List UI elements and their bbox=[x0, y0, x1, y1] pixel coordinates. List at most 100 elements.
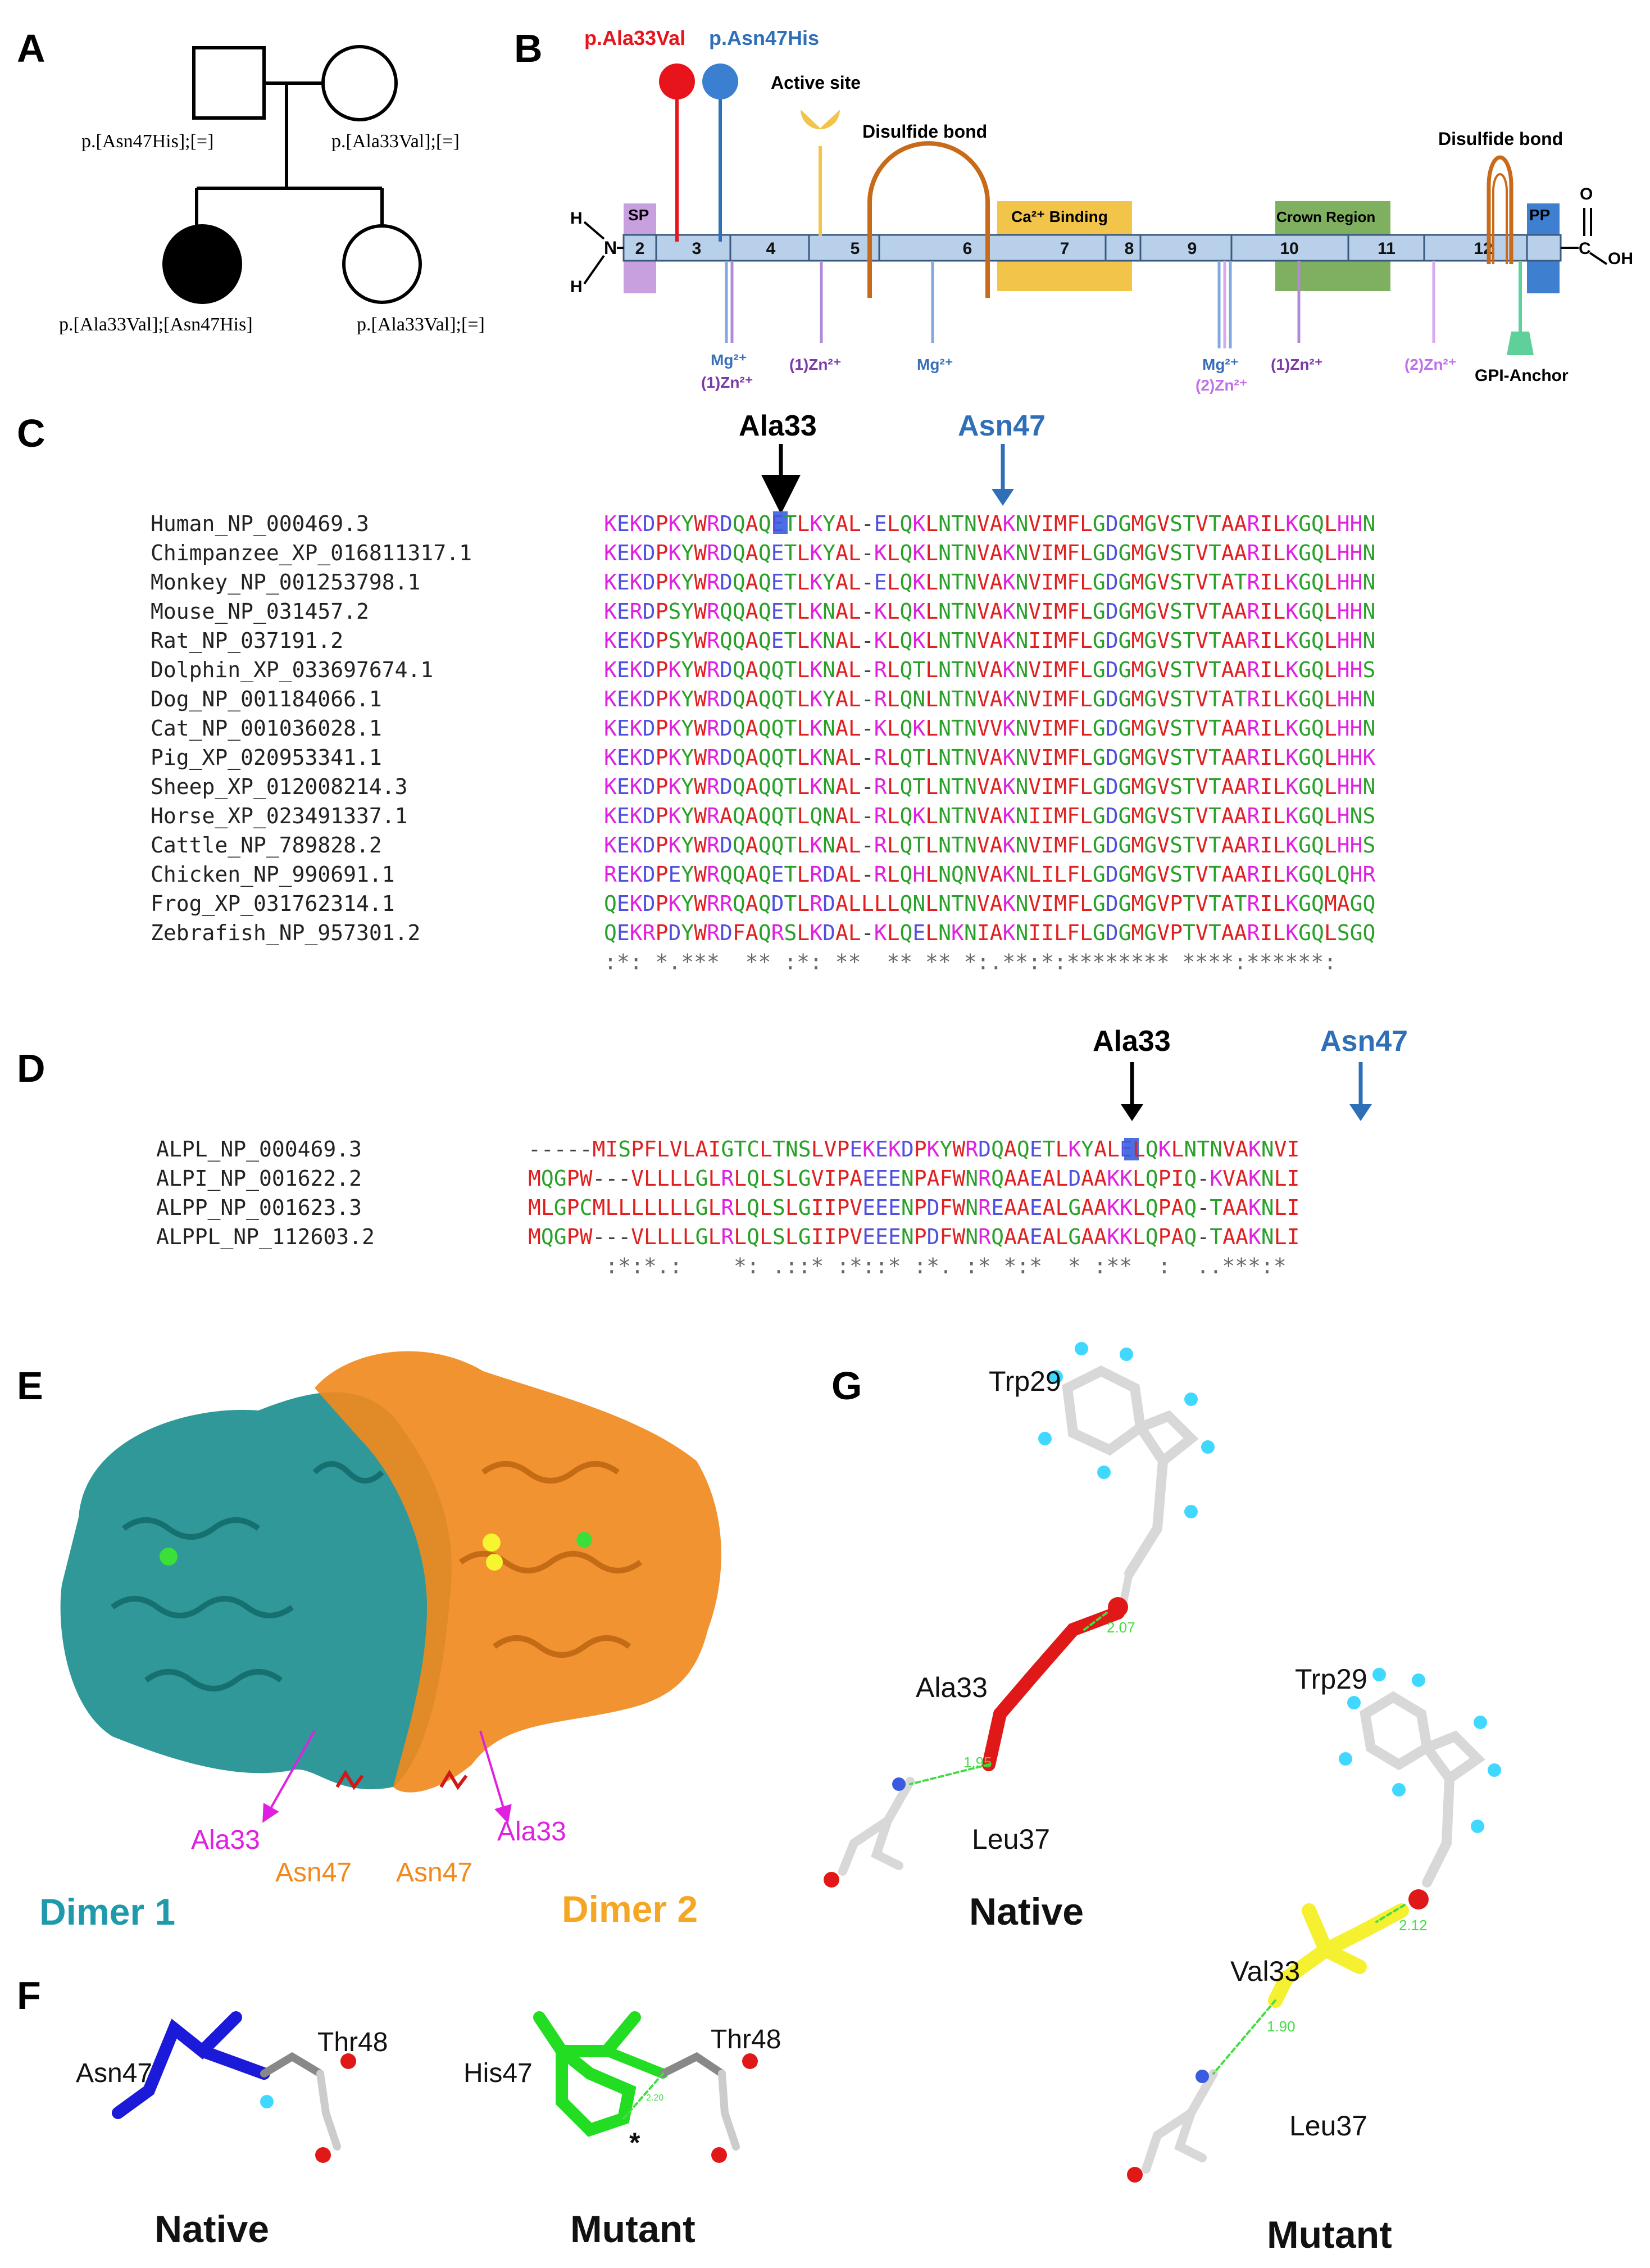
mutant-his47-model bbox=[533, 2011, 758, 2163]
svg-text:Val33: Val33 bbox=[1230, 1956, 1300, 1987]
native-asn47-model bbox=[112, 2011, 356, 2163]
svg-text:2.12: 2.12 bbox=[1399, 1917, 1428, 1934]
alignment-row-sequence: -----MISPFLVLAIGTCLTNSLVPEKEKDPKYWRDQAQE… bbox=[528, 1137, 1299, 1162]
alignment-row-name: ALPI_NP_001622.2 bbox=[156, 1166, 362, 1191]
disulfide-bond-arc-2 bbox=[1487, 155, 1513, 264]
svg-text:4: 4 bbox=[766, 239, 776, 258]
pedigree bbox=[162, 45, 422, 304]
svg-text:Mg²⁺: Mg²⁺ bbox=[1202, 356, 1239, 373]
alignment-consensus: :*:*.: *: .::* :*::* :*. :* *:* * :** : … bbox=[528, 1254, 1287, 1278]
alignment-row-name: Sheep_XP_012008214.3 bbox=[151, 774, 408, 800]
alignment-consensus: :*: *.*** ** :*: ** ** ** *:.**:*:******… bbox=[604, 950, 1337, 974]
alignment-row-sequence: QEKRPDYWRDFAQRSLKDAL-KLQELNKNIAKNIILFLGD… bbox=[604, 920, 1375, 945]
alignment-row-name: Pig_XP_020953341.1 bbox=[151, 745, 382, 770]
svg-text:OH: OH bbox=[1608, 250, 1633, 268]
alignment-row-sequence: KEKDPKYWRDQAQQTLKNAL-RLQTLNTNVAKNVIMFLGD… bbox=[604, 833, 1375, 858]
variant-ala33val-marker bbox=[659, 63, 695, 99]
svg-text:(2)Zn²⁺: (2)Zn²⁺ bbox=[1404, 356, 1457, 373]
panel-label-d: D bbox=[17, 1046, 46, 1090]
alignment-row-name: Zebrafish_NP_957301.2 bbox=[151, 920, 420, 946]
svg-text:(1)Zn²⁺: (1)Zn²⁺ bbox=[701, 374, 753, 391]
svg-text:Trp29: Trp29 bbox=[989, 1366, 1061, 1397]
domain-map: 2 3 4 5 6 7 8 9 10 11 12 SP PP Ca²⁺ Bind… bbox=[570, 26, 1633, 394]
mutant-val33-model bbox=[1127, 1668, 1501, 2183]
alignment-row-name: ALPPL_NP_112603.2 bbox=[156, 1224, 375, 1250]
svg-text:Thr48: Thr48 bbox=[317, 2027, 388, 2057]
alignment-row-name: Monkey_NP_001253798.1 bbox=[151, 570, 420, 595]
svg-text:(1)Zn²⁺: (1)Zn²⁺ bbox=[1271, 356, 1323, 373]
alignment-row-name: Chimpanzee_XP_016811317.1 bbox=[151, 541, 472, 566]
svg-text:2: 2 bbox=[635, 239, 645, 258]
asn47-left-label: Asn47 bbox=[275, 1858, 352, 1888]
svg-text:Native: Native bbox=[154, 2208, 269, 2251]
active-site-icon bbox=[801, 110, 840, 129]
svg-text:Disulfide bond: Disulfide bond bbox=[862, 121, 987, 142]
svg-text:H: H bbox=[570, 209, 583, 228]
svg-text:Ca²⁺ Binding: Ca²⁺ Binding bbox=[1011, 208, 1108, 225]
svg-text:Ala33: Ala33 bbox=[916, 1672, 988, 1703]
alignment-row-name: Mouse_NP_031457.2 bbox=[151, 599, 369, 624]
svg-text:6: 6 bbox=[963, 239, 972, 258]
svg-text:11: 11 bbox=[1378, 239, 1396, 258]
ala33-highlight-c bbox=[773, 511, 788, 534]
proband-genotype: p.[Ala33Val];[Asn47His] bbox=[59, 314, 253, 335]
alignment-c-arrows: Ala33 Asn47 bbox=[739, 410, 1046, 514]
svg-text:(2)Zn²⁺: (2)Zn²⁺ bbox=[1196, 377, 1248, 394]
svg-text:Mg²⁺: Mg²⁺ bbox=[711, 351, 747, 369]
svg-text:Leu37: Leu37 bbox=[972, 1824, 1050, 1855]
svg-text:Asn47: Asn47 bbox=[1320, 1025, 1408, 1058]
svg-text:7: 7 bbox=[1060, 239, 1070, 258]
svg-text:His47: His47 bbox=[463, 2058, 533, 2088]
svg-text:Native: Native bbox=[969, 1890, 1084, 1933]
svg-text:O: O bbox=[1580, 185, 1593, 203]
svg-text:Ala33: Ala33 bbox=[1093, 1025, 1171, 1058]
svg-text:Thr48: Thr48 bbox=[711, 2025, 781, 2054]
panel-label-b: B bbox=[514, 26, 543, 70]
sibling-circle bbox=[342, 224, 422, 304]
alignment-row-sequence: MLGPCMLLLLLLLGLRLQLSLGIIPVEEENPDFWNREAAE… bbox=[528, 1195, 1299, 1220]
svg-text:Ala33: Ala33 bbox=[739, 410, 817, 442]
proband-circle bbox=[162, 224, 242, 304]
svg-text:Crown Region: Crown Region bbox=[1276, 208, 1375, 225]
svg-text:Mutant: Mutant bbox=[1267, 2213, 1392, 2256]
alignment-row-sequence: QEKDPKYWRRQAQDTLRDALLLLQNLNTNVAKNVIMFLGD… bbox=[604, 891, 1375, 916]
variant-asn47his-label: p.Asn47His bbox=[709, 26, 819, 49]
alignment-row-sequence: KEKDPKYWRDQAQETLKYAL-ELQKLNTNVAKNVIMFLGD… bbox=[604, 511, 1375, 536]
alignment-row-name: ALPP_NP_001623.3 bbox=[156, 1195, 362, 1221]
alignment-row-sequence: KEKDPKYWRDQAQQTLKYAL-RLQNLNTNVAKNVIMFLGD… bbox=[604, 687, 1375, 711]
svg-text:2.20: 2.20 bbox=[646, 2093, 663, 2103]
panel-label-a: A bbox=[17, 26, 46, 70]
dimer-1-label: Dimer 1 bbox=[39, 1891, 175, 1933]
gpi-anchor-icon bbox=[1507, 332, 1534, 355]
sibling-genotype: p.[Ala33Val];[=] bbox=[357, 314, 485, 335]
svg-text:1.90: 1.90 bbox=[1267, 2018, 1296, 2035]
alignment-row-sequence: KEKDPKYWRAQAQQTLQNAL-RLQKLNTNVAKNIIMFLGD… bbox=[604, 804, 1375, 828]
svg-text:Disulfide bond: Disulfide bond bbox=[1438, 129, 1563, 149]
alignment-row-sequence: KERDPSYWRQQAQETLKNAL-KLQKLNTNVAKNVIMFLGD… bbox=[604, 599, 1375, 624]
alignment-row-sequence: KEKDPSYWRQQAQETLKNAL-KLQKLNTNVAKNIIMFLGD… bbox=[604, 628, 1375, 653]
svg-text:2.07: 2.07 bbox=[1107, 1619, 1135, 1636]
svg-text:1.95: 1.95 bbox=[963, 1754, 992, 1771]
alignment-row-sequence: KEKDPKYWRDQAQQTLKNAL-KLQKLNTNVVKNVIMFLGD… bbox=[604, 716, 1375, 741]
svg-text:Mutant: Mutant bbox=[570, 2208, 696, 2251]
svg-text:(1)Zn²⁺: (1)Zn²⁺ bbox=[789, 356, 842, 373]
alignment-row-name: Dolphin_XP_033697674.1 bbox=[151, 657, 433, 683]
alignment-row-name: Cattle_NP_789828.2 bbox=[151, 833, 382, 858]
svg-text:GPI-Anchor: GPI-Anchor bbox=[1475, 366, 1569, 385]
father-genotype: p.[Asn47His];[=] bbox=[81, 131, 213, 152]
alignment-row-sequence: MQGPW---VLLLLGLRLQLSLGVIPAEEENPAFWNRQAAE… bbox=[528, 1166, 1299, 1191]
native-ala33-model bbox=[824, 1342, 1215, 1888]
variant-asn47his-marker bbox=[702, 63, 738, 99]
asn47-right-label: Asn47 bbox=[396, 1858, 472, 1888]
svg-text:8: 8 bbox=[1125, 239, 1134, 258]
alignment-row-sequence: KEKDPKYWRDQAQQTLKNAL-RLQTLNTNVAKNVIMFLGD… bbox=[604, 745, 1376, 770]
svg-text:*: * bbox=[629, 2127, 640, 2158]
svg-text:N: N bbox=[604, 238, 617, 258]
mother-circle bbox=[321, 45, 398, 121]
svg-text:Asn47: Asn47 bbox=[76, 2058, 152, 2088]
svg-text:9: 9 bbox=[1188, 239, 1197, 258]
alignment-row-sequence: KEKDPKYWRDQAQQTLKNAL-RLQTLNTNVAKNVIMFLGD… bbox=[604, 657, 1375, 682]
alignment-row-sequence: KEKDPKYWRDQAQETLKYAL-KLQKLNTNVAKNVIMFLGD… bbox=[604, 541, 1375, 565]
